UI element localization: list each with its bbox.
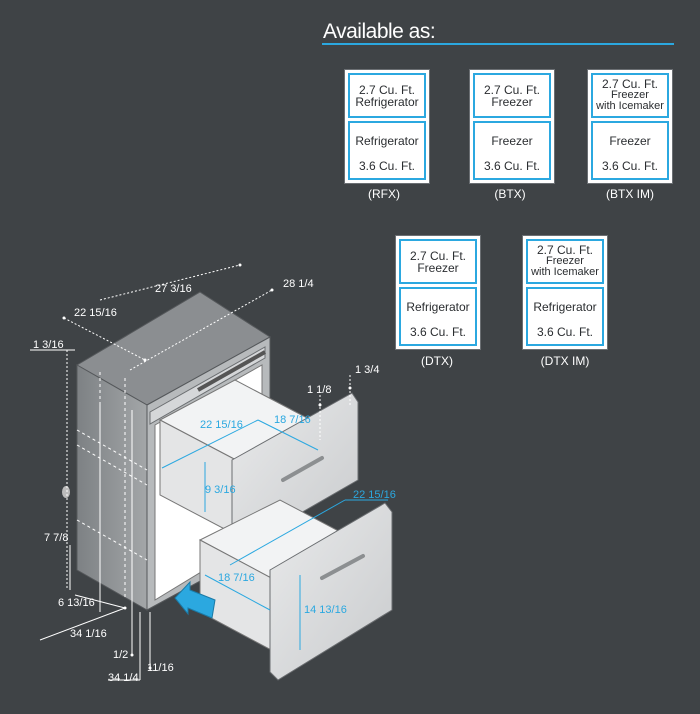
airflow-arrow — [174, 580, 216, 619]
config-card-btx: 2.7 Cu. Ft. Freezer Freezer 3.6 Cu. Ft. — [469, 69, 555, 184]
config-card-dtx-im: 2.7 Cu. Ft. Freezer with Icemaker Refrig… — [522, 235, 608, 350]
bottom-size: 3.6 Cu. Ft. — [601, 159, 659, 173]
config-caption-btx: (BTX) — [494, 187, 526, 201]
bottom-type: Refrigerator — [533, 300, 597, 314]
top-size: 2.7 Cu. Ft. — [483, 82, 541, 97]
top-type: Freezer — [491, 94, 533, 109]
top-feature: with Icemaker — [531, 266, 599, 278]
dim-top-drawer-depth: 18 7/16 — [274, 414, 311, 426]
dim-bottom-drawer-width: 22 15/16 — [353, 489, 396, 501]
bottom-compartment: Refrigerator 3.6 Cu. Ft. — [526, 287, 604, 346]
bottom-size: 3.6 Cu. Ft. — [409, 325, 467, 339]
bottom-type: Freezer — [491, 134, 533, 148]
dim-bottom-drawer-height: 14 13/16 — [304, 604, 347, 616]
foot — [62, 486, 70, 498]
bottom-type: Refrigerator — [406, 300, 470, 314]
heading-underline — [322, 43, 674, 45]
top-type: Freezer — [417, 260, 459, 275]
available-as-heading: Available as: — [323, 20, 436, 43]
bottom-size: 3.6 Cu. Ft. — [358, 159, 416, 173]
dim-overall-depth: 27 3/16 — [155, 283, 192, 295]
top-compartment: 2.7 Cu. Ft. Freezer with Icemaker — [591, 73, 669, 118]
dim-overall-height: 34 1/4 — [108, 672, 139, 684]
config-card-rfx: 2.7 Cu. Ft. Refrigerator Refrigerator 3.… — [344, 69, 430, 184]
dim-top-drawer-height: 9 3/16 — [205, 484, 236, 496]
bottom-compartment: Freezer 3.6 Cu. Ft. — [473, 121, 551, 180]
config-card-btx-im: 2.7 Cu. Ft. Freezer with Icemaker Freeze… — [587, 69, 673, 184]
bottom-compartment: Refrigerator 3.6 Cu. Ft. — [399, 287, 477, 346]
dim-side-lower: 6 13/16 — [58, 597, 95, 609]
dim-bottom-drawer-depth: 18 7/16 — [218, 572, 255, 584]
blue-dimension-labels: 22 15/16 18 7/16 9 3/16 22 15/16 18 7/16… — [200, 414, 396, 616]
config-caption-rfx: (RFX) — [368, 187, 400, 201]
dim-side-height: 7 7/8 — [44, 532, 68, 544]
blue-dimension-lines — [161, 419, 388, 650]
config-caption-dtx: (DTX) — [421, 354, 453, 368]
dim-cabinet-height: 34 1/16 — [70, 628, 107, 640]
control-panel — [197, 350, 266, 392]
bottom-size: 3.6 Cu. Ft. — [536, 325, 594, 339]
white-dimension-lines — [30, 264, 351, 681]
top-size: 2.7 Cu. Ft. — [601, 77, 659, 91]
top-size: 2.7 Cu. Ft. — [536, 243, 594, 257]
upper-drawer-handle — [281, 456, 324, 482]
top-compartment: 2.7 Cu. Ft. Freezer — [399, 239, 477, 284]
dim-bottom-offset: 1/2 — [113, 649, 128, 661]
config-caption-btx-im: (BTX IM) — [606, 187, 654, 201]
top-size: 2.7 Cu. Ft. — [358, 82, 416, 97]
dim-bottom-gap: 11/16 — [147, 662, 174, 674]
top-size: 2.7 Cu. Ft. — [409, 248, 467, 263]
top-compartment: 2.7 Cu. Ft. Freezer with Icemaker — [526, 239, 604, 284]
top-type: Refrigerator — [355, 94, 419, 109]
dim-top-drawer-width: 22 15/16 — [200, 419, 243, 431]
config-caption-dtx-im: (DTX IM) — [540, 354, 590, 368]
top-type: Freezer — [611, 89, 649, 101]
dimension-dots — [62, 263, 352, 670]
bottom-compartment: Refrigerator 3.6 Cu. Ft. — [348, 121, 426, 180]
bottom-compartment: Freezer 3.6 Cu. Ft. — [591, 121, 669, 180]
top-compartment: 2.7 Cu. Ft. Freezer — [473, 73, 551, 118]
dim-drawer-front-offset: 1 1/8 — [307, 384, 331, 396]
bottom-size: 3.6 Cu. Ft. — [483, 159, 541, 173]
dim-top-offset: 1 3/16 — [33, 339, 64, 351]
bottom-type: Freezer — [609, 134, 651, 148]
white-dimension-labels: 27 3/16 28 1/4 22 15/16 1 3/16 1 1/8 1 3… — [33, 278, 379, 684]
top-type: Freezer — [546, 255, 584, 267]
config-card-dtx: 2.7 Cu. Ft. Freezer Refrigerator 3.6 Cu.… — [395, 235, 481, 350]
top-feature: with Icemaker — [596, 100, 664, 112]
top-compartment: 2.7 Cu. Ft. Refrigerator — [348, 73, 426, 118]
dim-cabinet-width: 22 15/16 — [74, 307, 117, 319]
dim-top-depth: 28 1/4 — [283, 278, 314, 290]
cabinet-left-side — [76, 364, 148, 611]
lower-drawer-handle — [320, 554, 365, 580]
bottom-type: Refrigerator — [355, 134, 419, 148]
dim-drawer-front-thickness: 1 3/4 — [355, 364, 379, 376]
